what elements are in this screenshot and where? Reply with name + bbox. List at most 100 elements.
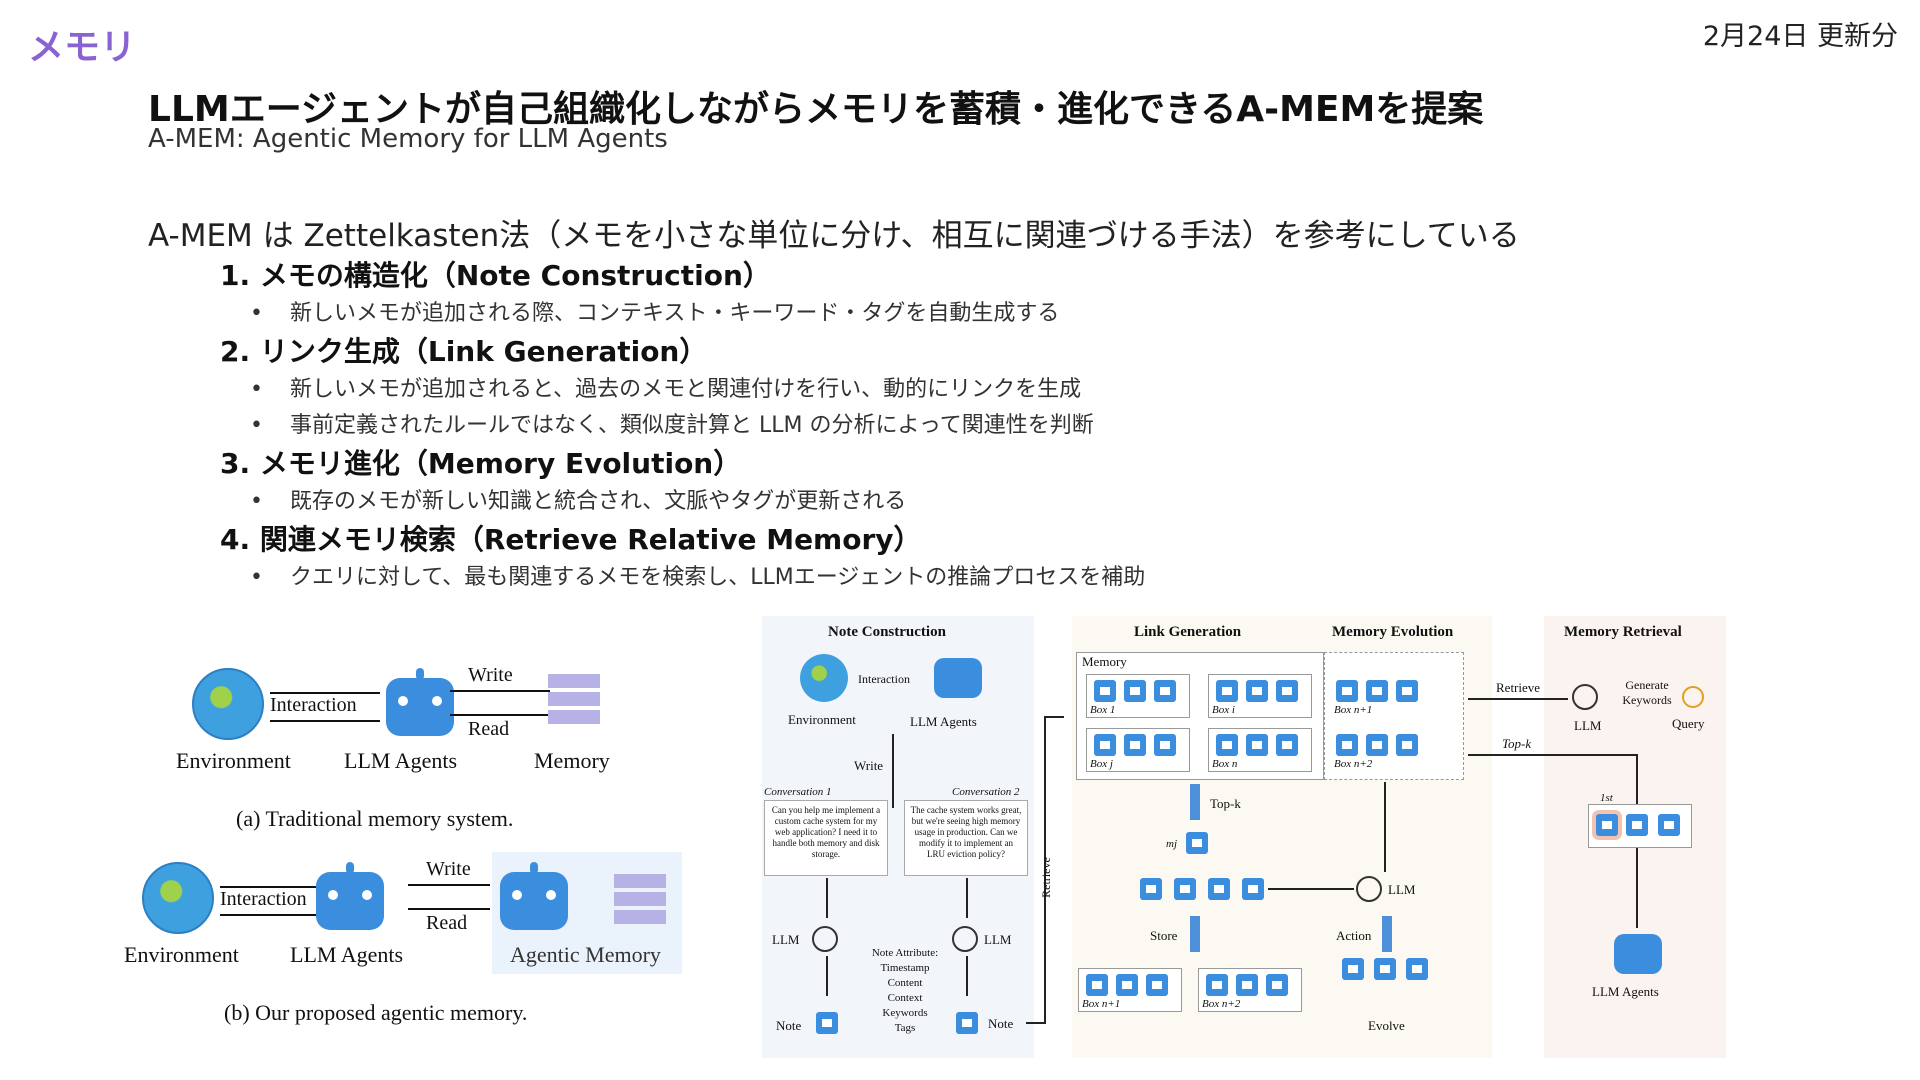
arrow [1636, 848, 1638, 928]
memory-label: Memory [1082, 654, 1127, 669]
first-label: 1st [1600, 792, 1613, 804]
note-icon [1626, 814, 1648, 836]
section-tag: メモリ [28, 27, 137, 68]
arrow [1044, 716, 1064, 718]
note-label: Note [776, 1018, 802, 1033]
write-label: Write [426, 858, 471, 880]
globe-icon [142, 862, 214, 934]
box-label: Box n+2 [1334, 758, 1373, 770]
note-icon [1174, 878, 1196, 900]
note-icon [1336, 734, 1358, 756]
robot-icon [1614, 934, 1662, 974]
memory-label: Memory [534, 748, 610, 773]
top-k-label: Top-k [1502, 736, 1532, 751]
flow-arrow [1190, 784, 1200, 820]
feature-list: 1. メモの構造化（Note Construction） 新しいメモが追加される… [220, 256, 1145, 596]
interaction-label: Interaction [220, 888, 307, 910]
interaction-label: Interaction [858, 672, 910, 686]
attribute-item: Note Attribute: [871, 947, 939, 959]
note-icon [1146, 974, 1168, 996]
page-title: LLMエージェントが自己組織化しながらメモリを蓄積・進化できるA-MEMを提案 [148, 89, 1484, 130]
arrow [450, 690, 550, 692]
note-icon [816, 1012, 838, 1034]
arrow [450, 714, 550, 716]
conversation-2-title: Conversation 2 [952, 786, 1020, 798]
note-label: Note [988, 1016, 1014, 1031]
arrow [826, 878, 828, 918]
note-icon [1396, 680, 1418, 702]
robot-icon [500, 872, 568, 930]
new-memory-box [1324, 652, 1464, 780]
page-subtitle: A-MEM: Agentic Memory for LLM Agents [148, 124, 668, 154]
arrow [966, 878, 968, 918]
note-icon [1094, 680, 1116, 702]
llm-label: LLM [772, 932, 800, 947]
llm-icon [812, 926, 838, 952]
write-label: Write [468, 664, 513, 686]
update-date: 2月24日 更新分 [1702, 21, 1898, 52]
agentic-memory-label: Agentic Memory [510, 942, 661, 967]
note-icon [1276, 680, 1298, 702]
note-icon [1186, 832, 1208, 854]
box-label: Box i [1212, 704, 1235, 716]
action-label: Action [1336, 928, 1372, 943]
llm-icon [952, 926, 978, 952]
note-icon [1124, 734, 1146, 756]
attribute-item: Content [887, 977, 923, 989]
point-heading: 4. 関連メモリ検索（Retrieve Relative Memory） [220, 523, 922, 556]
retrieve-label: Retrieve [1496, 680, 1541, 695]
llm-label: LLM [984, 932, 1012, 947]
note-icon [1366, 734, 1388, 756]
arrow [220, 914, 330, 916]
note-icon [1374, 958, 1396, 980]
note-icon [1124, 680, 1146, 702]
arrow [966, 956, 968, 996]
arrow [408, 908, 490, 910]
conversation-2-text: The cache system works great, but we're … [904, 800, 1028, 876]
llm-icon [1356, 876, 1382, 902]
llm-agents-label: LLM Agents [344, 748, 458, 773]
box-label: Box n+2 [1202, 998, 1241, 1010]
note-icon [1094, 734, 1116, 756]
top-k-label: Top-k [1210, 796, 1241, 811]
note-icon [1242, 878, 1264, 900]
box-label: Box n+1 [1334, 704, 1373, 716]
llm-agents-label: LLM Agents [910, 714, 977, 729]
note-icon [1396, 734, 1418, 756]
robot-icon [386, 678, 454, 736]
environment-label: Environment [124, 942, 239, 967]
note-icon [1116, 974, 1138, 996]
write-label: Write [854, 758, 884, 773]
point-bullet: クエリに対して、最も関連するメモを検索し、LLMエージェントの推論プロセスを補助 [220, 560, 1145, 596]
box-label: Box n+1 [1082, 998, 1121, 1010]
note-icon [1236, 974, 1258, 996]
interaction-label: Interaction [270, 694, 357, 716]
note-icon [1336, 680, 1358, 702]
note-icon [1246, 680, 1268, 702]
point-heading: 1. メモの構造化（Note Construction） [220, 259, 771, 292]
store-label: Store [1150, 928, 1178, 943]
note-icon [1216, 680, 1238, 702]
llm-icon [1572, 684, 1598, 710]
note-attributes: Note Attribute: Timestamp Content Contex… [870, 946, 940, 1036]
point-heading: 2. リンク生成（Link Generation） [220, 335, 708, 368]
flow-arrow [1190, 916, 1200, 952]
note-icon [1406, 958, 1428, 980]
panel-title: Memory Retrieval [1564, 624, 1682, 640]
note-icon [1154, 734, 1176, 756]
environment-label: Environment [176, 748, 291, 773]
note-icon [1246, 734, 1268, 756]
llm-agents-label: LLM Agents [290, 942, 404, 967]
arrow [826, 956, 828, 996]
memory-system-figure: Interaction Write Read Environment LLM A… [120, 648, 700, 1048]
read-label: Read [426, 912, 468, 934]
memory-stack-icon [548, 674, 600, 728]
note-icon [1140, 878, 1162, 900]
arrow [892, 734, 894, 808]
figure-caption-b: (b) Our proposed agentic memory. [224, 1000, 528, 1025]
panel-title: Link Generation [1134, 624, 1242, 640]
arrow [220, 886, 330, 888]
note-icon [1366, 680, 1388, 702]
point-bullet: 既存のメモが新しい知識と統合され、文脈やタグが更新される [220, 484, 1145, 520]
intro-text: A-MEM は Zettelkasten法（メモを小さな単位に分け、相互に関連づ… [148, 218, 1520, 254]
